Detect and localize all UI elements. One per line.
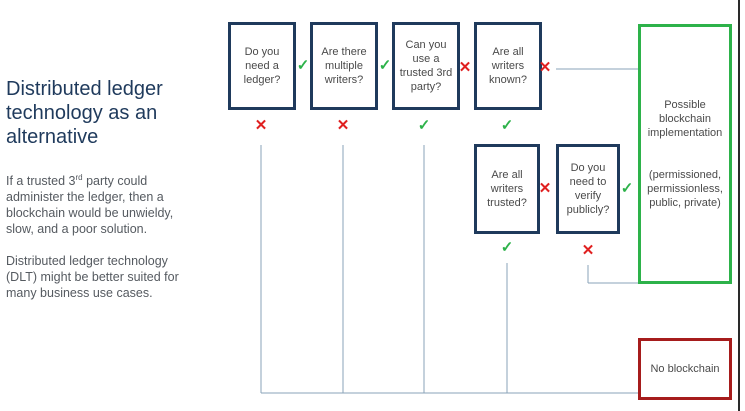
question-writers-trusted: Are all writers trusted? <box>474 144 540 234</box>
check-icon: ✓ <box>620 180 634 197</box>
cross-icon: ✕ <box>581 242 595 259</box>
check-icon: ✓ <box>500 239 514 256</box>
question-writers-known: Are all writers known? <box>474 22 542 110</box>
outcome-no-blockchain: No blockchain <box>638 338 732 400</box>
question-need-ledger: Do you need a ledger? <box>228 22 296 110</box>
cross-icon: ✕ <box>538 180 552 197</box>
slide-edge-border <box>738 0 740 411</box>
outcome-possible-blockchain: Possible blockchain implementation (perm… <box>638 24 732 284</box>
check-icon: ✓ <box>417 117 431 134</box>
question-trusted-third-party: Can you use a trusted 3rd party? <box>392 22 460 110</box>
cross-icon: ✕ <box>458 59 472 76</box>
paragraph-trusted-party: If a trusted 3rd party could administer … <box>6 172 174 236</box>
paragraph-dlt: Distributed ledger technology (DLT) migh… <box>6 254 179 300</box>
slide-title: Distributed ledger technology as an alte… <box>6 78 163 148</box>
question-verify-publicly: Do you need to verify publicly? <box>556 144 620 234</box>
check-icon: ✓ <box>296 57 310 74</box>
cross-icon: ✕ <box>254 117 268 134</box>
cross-icon: ✕ <box>538 59 552 76</box>
cross-icon: ✕ <box>336 117 350 134</box>
check-icon: ✓ <box>378 57 392 74</box>
question-multiple-writers: Are there multiple writers? <box>310 22 378 110</box>
check-icon: ✓ <box>500 117 514 134</box>
